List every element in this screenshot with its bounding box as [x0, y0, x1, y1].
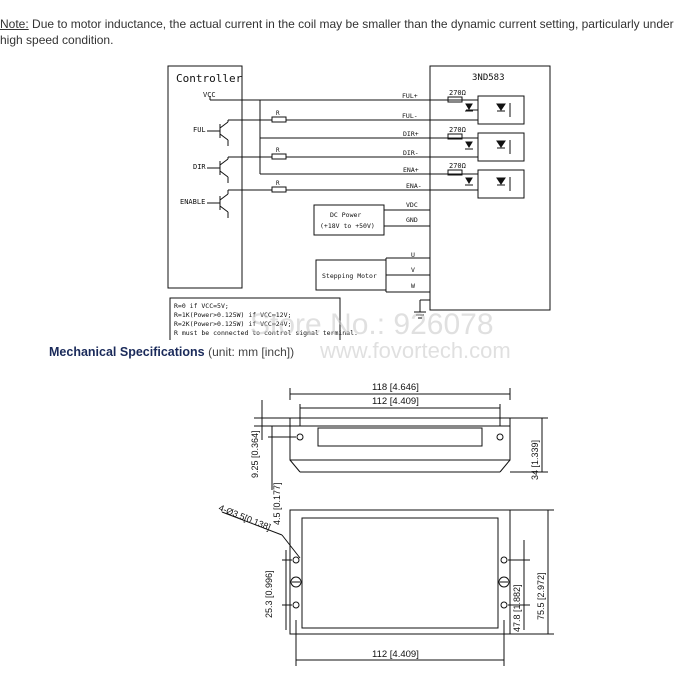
- driver-box: [429, 65, 551, 311]
- dim-overall-width: 118 [4.646]: [372, 382, 419, 393]
- pin-w: W: [411, 282, 415, 290]
- enable-label: ENABLE: [180, 198, 205, 206]
- resistor-legend-box: [169, 297, 341, 340]
- dim-left-4-5: 4.5 [0.177]: [272, 482, 282, 525]
- legend-line-3: R=2K(Power>0.125W) if VCC=24V;: [174, 320, 291, 328]
- vcc-label: VCC: [203, 91, 216, 99]
- driver-title: 3ND583: [472, 73, 505, 83]
- dim-right-47-8: 47.8 [1.882]: [512, 584, 522, 632]
- mechanical-title: Mechanical Specifications (unit: mm [inc…: [49, 345, 294, 359]
- note-paragraph: Note: Due to motor inductance, the actua…: [0, 16, 690, 48]
- note-text: Due to motor inductance, the actual curr…: [0, 17, 674, 47]
- ful-label: FUL: [193, 126, 206, 134]
- pin-dir-plus: DIR+: [403, 130, 419, 138]
- res270-1: 270Ω: [449, 89, 466, 97]
- dc-power-range: (+18V to +50V): [320, 222, 375, 230]
- legend-line-4: R must be connected to control signal te…: [174, 329, 358, 337]
- controller-box: [167, 65, 243, 289]
- pin-ena-minus: ENA-: [406, 182, 422, 190]
- wiring-diagram: Controller VCC FUL DIR ENABLE: [167, 65, 551, 340]
- mechanical-title-text: Mechanical Specifications: [49, 345, 205, 359]
- pin-gnd: GND: [406, 216, 418, 224]
- dc-power-label: DC Power: [330, 211, 361, 219]
- dc-power-box: [313, 204, 385, 236]
- pin-v: V: [411, 266, 415, 274]
- pin-ena-plus: ENA+: [403, 166, 419, 174]
- mechanical-drawing: 118 [4.646] 112 [4.409] 9.25 [0.364] 4.5…: [217, 382, 554, 666]
- dir-label: DIR: [193, 163, 206, 171]
- dim-holes: 4-Ø3.5[0.138]: [217, 503, 272, 533]
- dim-right-34: 34 [1.339]: [530, 440, 540, 480]
- pin-vdc: VDC: [406, 201, 418, 209]
- controller-title: Controller: [176, 72, 243, 85]
- watermark-store: Store No.: 926078: [250, 308, 494, 341]
- pin-dir-minus: DIR-: [403, 149, 419, 157]
- pin-ful-minus: FUL-: [402, 112, 418, 120]
- dim-hole-spacing-top: 112 [4.409]: [372, 396, 419, 407]
- dim-bottom-112: 112 [4.409]: [372, 649, 419, 660]
- res270-3: 270Ω: [449, 162, 466, 170]
- resistor-label-1: R: [276, 110, 280, 117]
- res270-2: 270Ω: [449, 126, 466, 134]
- stepping-motor-label: Stepping Motor: [322, 272, 377, 280]
- bottom-view-body: [289, 509, 511, 635]
- resistor-label-3: R: [276, 180, 280, 187]
- pin-ful-plus: FUL+: [402, 92, 418, 100]
- legend-line-2: R=1K(Power>0.125W) if VCC=12V;: [174, 311, 291, 319]
- watermark-site: www.fovortech.com: [320, 338, 511, 363]
- pin-u: U: [411, 251, 415, 259]
- dim-left-25-3: 25.3 [0.996]: [264, 570, 274, 618]
- legend-line-1: R=0 if VCC=5V;: [174, 302, 229, 310]
- resistor-label-2: R: [276, 147, 280, 154]
- note-label: Note:: [0, 17, 29, 31]
- dim-right-75-5: 75.5 [2.972]: [536, 572, 546, 620]
- dim-left-9-25: 9.25 [0.364]: [250, 430, 260, 478]
- mechanical-unit: (unit: mm [inch]): [208, 345, 295, 359]
- side-view-body: [289, 417, 511, 461]
